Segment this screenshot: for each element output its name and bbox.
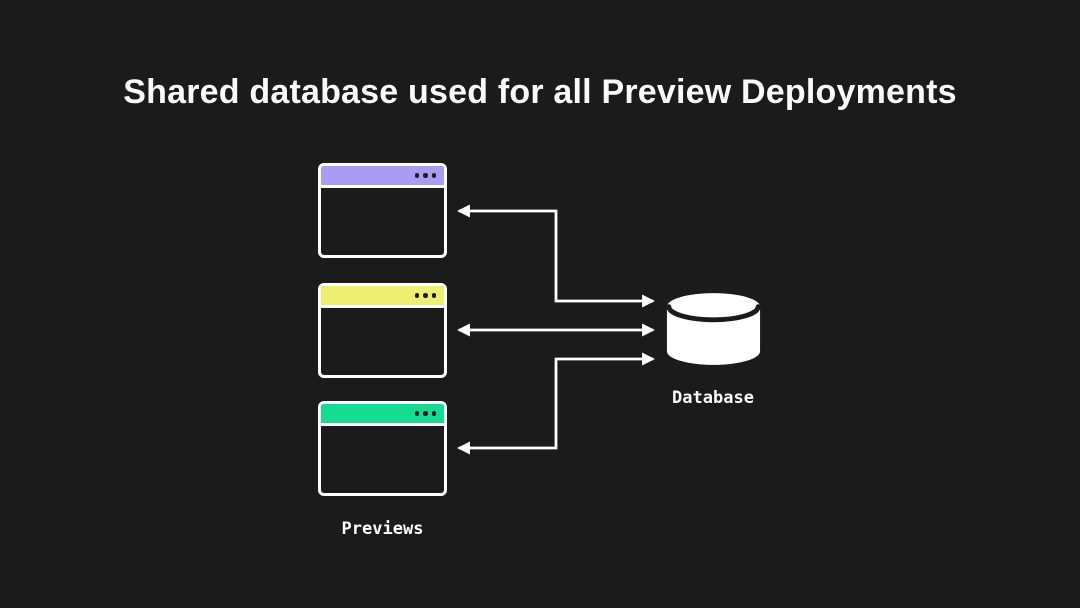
window-titlebar <box>321 404 444 426</box>
window-control-dot <box>414 293 419 298</box>
preview-window-1 <box>318 163 447 258</box>
window-control-dot <box>423 411 428 416</box>
window-titlebar <box>321 286 444 308</box>
window-control-dot <box>423 173 428 178</box>
window-control-dot <box>431 293 436 298</box>
database-icon <box>666 293 761 365</box>
database-label: Database <box>672 388 754 408</box>
preview-window-3 <box>318 401 447 496</box>
arrow-window3-database <box>457 352 655 455</box>
page-title: Shared database used for all Preview Dep… <box>123 73 957 111</box>
window-control-dot <box>423 293 428 298</box>
window-control-dot <box>431 173 436 178</box>
preview-window-2 <box>318 283 447 378</box>
window-control-dot <box>431 411 436 416</box>
database-lid-edge <box>666 304 761 323</box>
database-cylinder-body <box>666 293 761 365</box>
window-control-dot <box>414 173 419 178</box>
window-titlebar <box>321 166 444 188</box>
previews-label: Previews <box>341 519 424 539</box>
window-control-dot <box>414 411 419 416</box>
arrow-window1-database <box>457 204 655 308</box>
